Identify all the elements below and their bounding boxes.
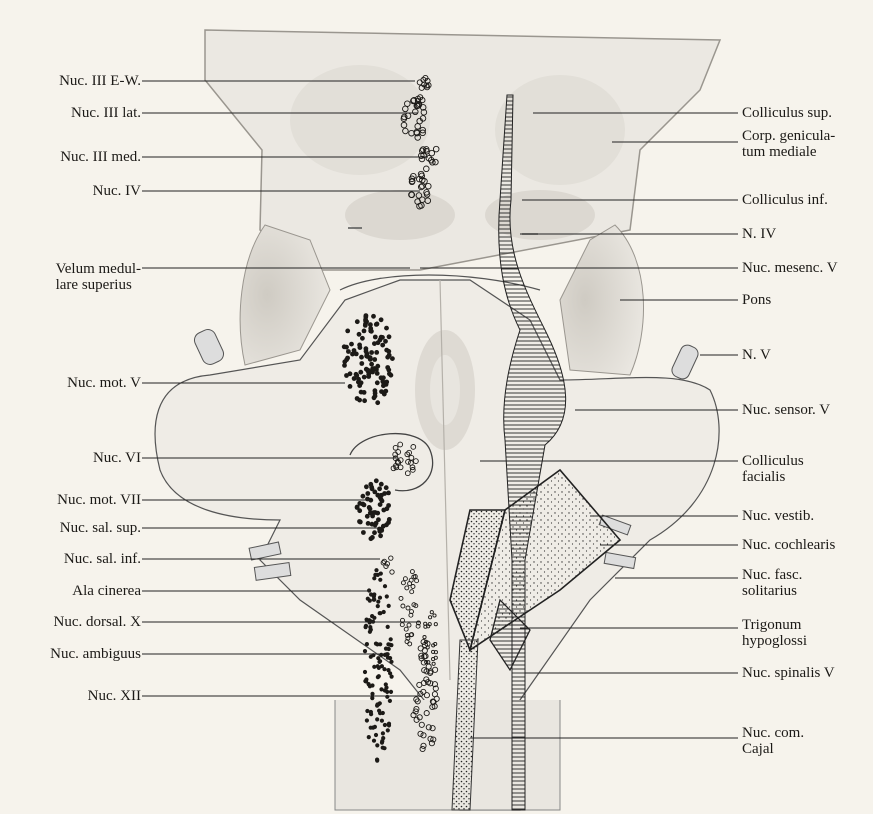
label-nuc-cochlearis: Nuc. cochlearis [742, 537, 835, 553]
label-colliculus-inf: Colliculus inf. [742, 192, 828, 208]
label-nuc-sensor-v: Nuc. sensor. V [742, 402, 830, 418]
label-nuc-mesenc-v: Nuc. mesenc. V [742, 260, 838, 276]
label-nuc-xii: Nuc. XII [88, 688, 141, 704]
label-nuc-sal-inf: Nuc. sal. inf. [64, 551, 141, 567]
label-nuc-iv: Nuc. IV [93, 183, 141, 199]
label-corp-geniculatum: Corp. genicula- tum mediale [742, 128, 835, 160]
label-nuc-iii-med: Nuc. III med. [60, 149, 141, 165]
label-n-iv: N. IV [742, 226, 776, 242]
label-nuc-sal-sup: Nuc. sal. sup. [60, 520, 141, 536]
label-nuc-fasc-solitarius: Nuc. fasc. solitarius [742, 567, 802, 599]
label-nuc-iii-lat: Nuc. III lat. [71, 105, 141, 121]
label-nuc-com-cajal: Nuc. com. Cajal [742, 725, 804, 757]
label-nuc-mot-v: Nuc. mot. V [67, 375, 141, 391]
label-nuc-vestib: Nuc. vestib. [742, 508, 814, 524]
label-velum: Velum medul- lare superius [56, 261, 141, 293]
label-trigonum-hypoglossi: Trigonum hypoglossi [742, 617, 807, 649]
label-pons: Pons [742, 292, 771, 308]
label-nuc-mot-vii: Nuc. mot. VII [57, 492, 141, 508]
label-colliculus-sup: Colliculus sup. [742, 105, 832, 121]
label-ala-cinerea: Ala cinerea [72, 583, 141, 599]
label-colliculus-facialis: Colliculus facialis [742, 453, 804, 485]
label-nuc-dorsal-x: Nuc. dorsal. X [54, 614, 141, 630]
label-nuc-ambiguus: Nuc. ambiguus [50, 646, 141, 662]
label-n-v: N. V [742, 347, 771, 363]
label-nuc-vi: Nuc. VI [93, 450, 141, 466]
label-nuc-iii-ew: Nuc. III E-W. [59, 73, 141, 89]
label-nuc-spinalis-v: Nuc. spinalis V [742, 665, 835, 681]
